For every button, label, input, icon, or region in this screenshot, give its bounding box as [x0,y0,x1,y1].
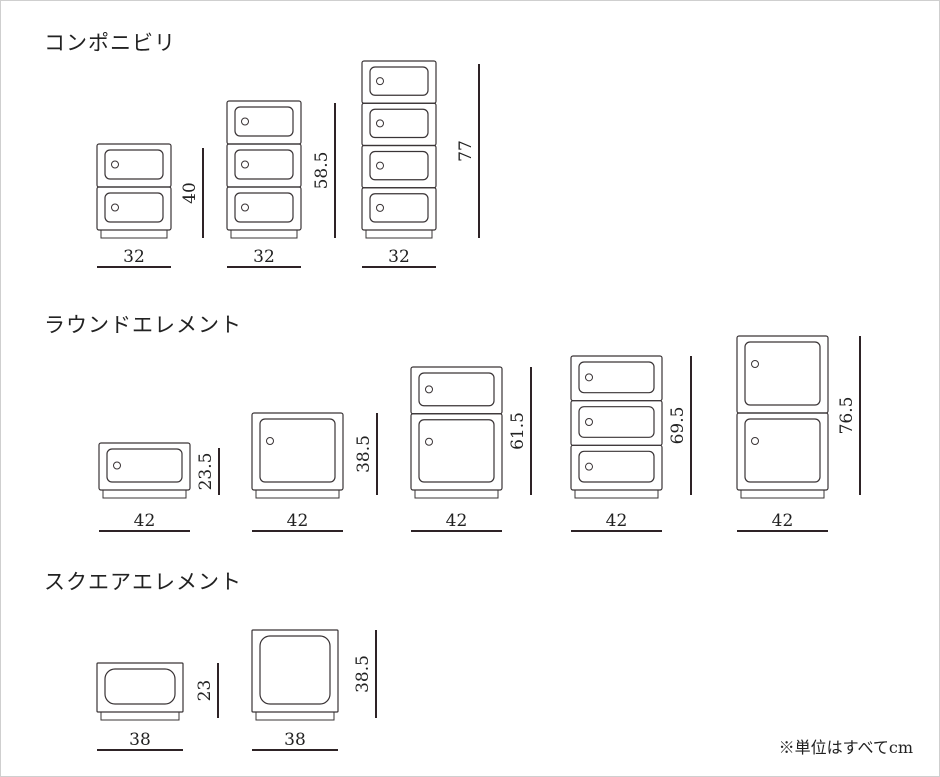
door-handle-icon [585,462,593,471]
module-frame [96,186,172,231]
door-handle-icon [751,437,759,445]
units-note: ※単位はすべてcm [778,738,913,757]
door-handle-icon [376,77,384,86]
width-label: 42 [772,511,794,531]
width-label: 38 [284,730,306,750]
door-panel [104,192,164,223]
door-handle-icon [111,160,119,169]
height-label: 23 [195,680,215,702]
plinth [102,489,187,499]
door-panel [234,149,294,180]
width-label: 38 [129,730,151,750]
module-frame [410,366,503,415]
width-label: 42 [287,511,309,531]
module-frame [570,444,663,491]
plinth [100,711,180,721]
door-panel [104,149,164,180]
width-label: 32 [253,247,275,267]
width-label: 32 [388,247,410,267]
door-panel [259,635,331,705]
height-label: 69.5 [668,407,688,445]
product-unit: 69.5 42 [570,355,692,532]
product-unit: 23 38 [96,662,219,751]
door-handle-icon [585,373,593,382]
door-panel [369,150,429,181]
product-unit: 38.5 38 [251,629,377,751]
door-panel [578,361,655,394]
door-handle-icon [376,119,384,128]
width-label: 42 [606,511,628,531]
door-handle-icon [376,161,384,170]
product-unit: 76.5 42 [736,335,861,532]
module-frame [570,400,663,446]
door-handle-icon [425,385,433,394]
height-label: 23.5 [196,453,216,491]
door-panel [369,108,429,139]
door-panel [234,106,294,137]
product-unit: 61.5 42 [410,366,532,532]
door-panel [234,192,294,223]
section-title-componibili: コンポニビリ [44,31,176,55]
module-frame [410,413,503,491]
door-handle-icon [751,360,759,368]
door-panel [418,372,495,407]
plinth [255,711,335,721]
plinth [230,229,298,239]
height-label: 77 [456,140,476,162]
module-frame [96,662,184,713]
door-panel [259,418,336,483]
plinth [414,489,499,499]
door-panel [104,668,176,705]
door-panel [369,66,429,96]
module-frame [98,442,191,491]
height-label: 38.5 [354,435,374,473]
plinth [574,489,659,499]
module-frame [251,629,339,713]
door-handle-icon [241,160,249,169]
height-label: 61.5 [508,412,528,450]
product-unit: 58.5 32 [226,100,336,268]
height-label: 58.5 [312,152,332,190]
door-handle-icon [241,203,249,212]
door-handle-icon [111,203,119,212]
door-panel [418,419,495,483]
module-frame [361,187,437,231]
plinth [740,489,825,499]
width-label: 42 [446,511,468,531]
door-panel [578,406,655,438]
product-unit: 77 32 [361,60,480,268]
section-title-square-element: スクエアエレメント [44,570,242,594]
door-handle-icon [241,117,249,126]
module-frame [251,412,344,491]
door-handle-icon [266,437,274,445]
door-handle-icon [585,418,593,426]
width-label: 42 [134,511,156,531]
height-label: 76.5 [837,397,857,435]
width-label: 32 [123,247,145,267]
height-label: 40 [180,182,200,204]
door-panel [744,418,821,483]
module-frame [736,335,829,414]
height-label: 38.5 [353,655,373,693]
module-frame [736,412,829,491]
door-handle-icon [113,461,121,470]
module-frame [570,355,663,402]
section-title-round-element: ラウンドエレメント [44,313,242,337]
door-panel [106,448,183,483]
product-unit: 23.5 42 [98,442,220,532]
product-unit: 40 32 [96,143,204,268]
plinth [365,229,433,239]
door-panel [369,193,429,223]
door-panel [744,341,821,406]
door-handle-icon [376,203,384,212]
plinth [100,229,168,239]
plinth [255,489,340,499]
product-unit: 38.5 42 [251,412,378,532]
door-panel [578,450,655,483]
module-frame [226,186,302,231]
door-handle-icon [425,437,433,446]
